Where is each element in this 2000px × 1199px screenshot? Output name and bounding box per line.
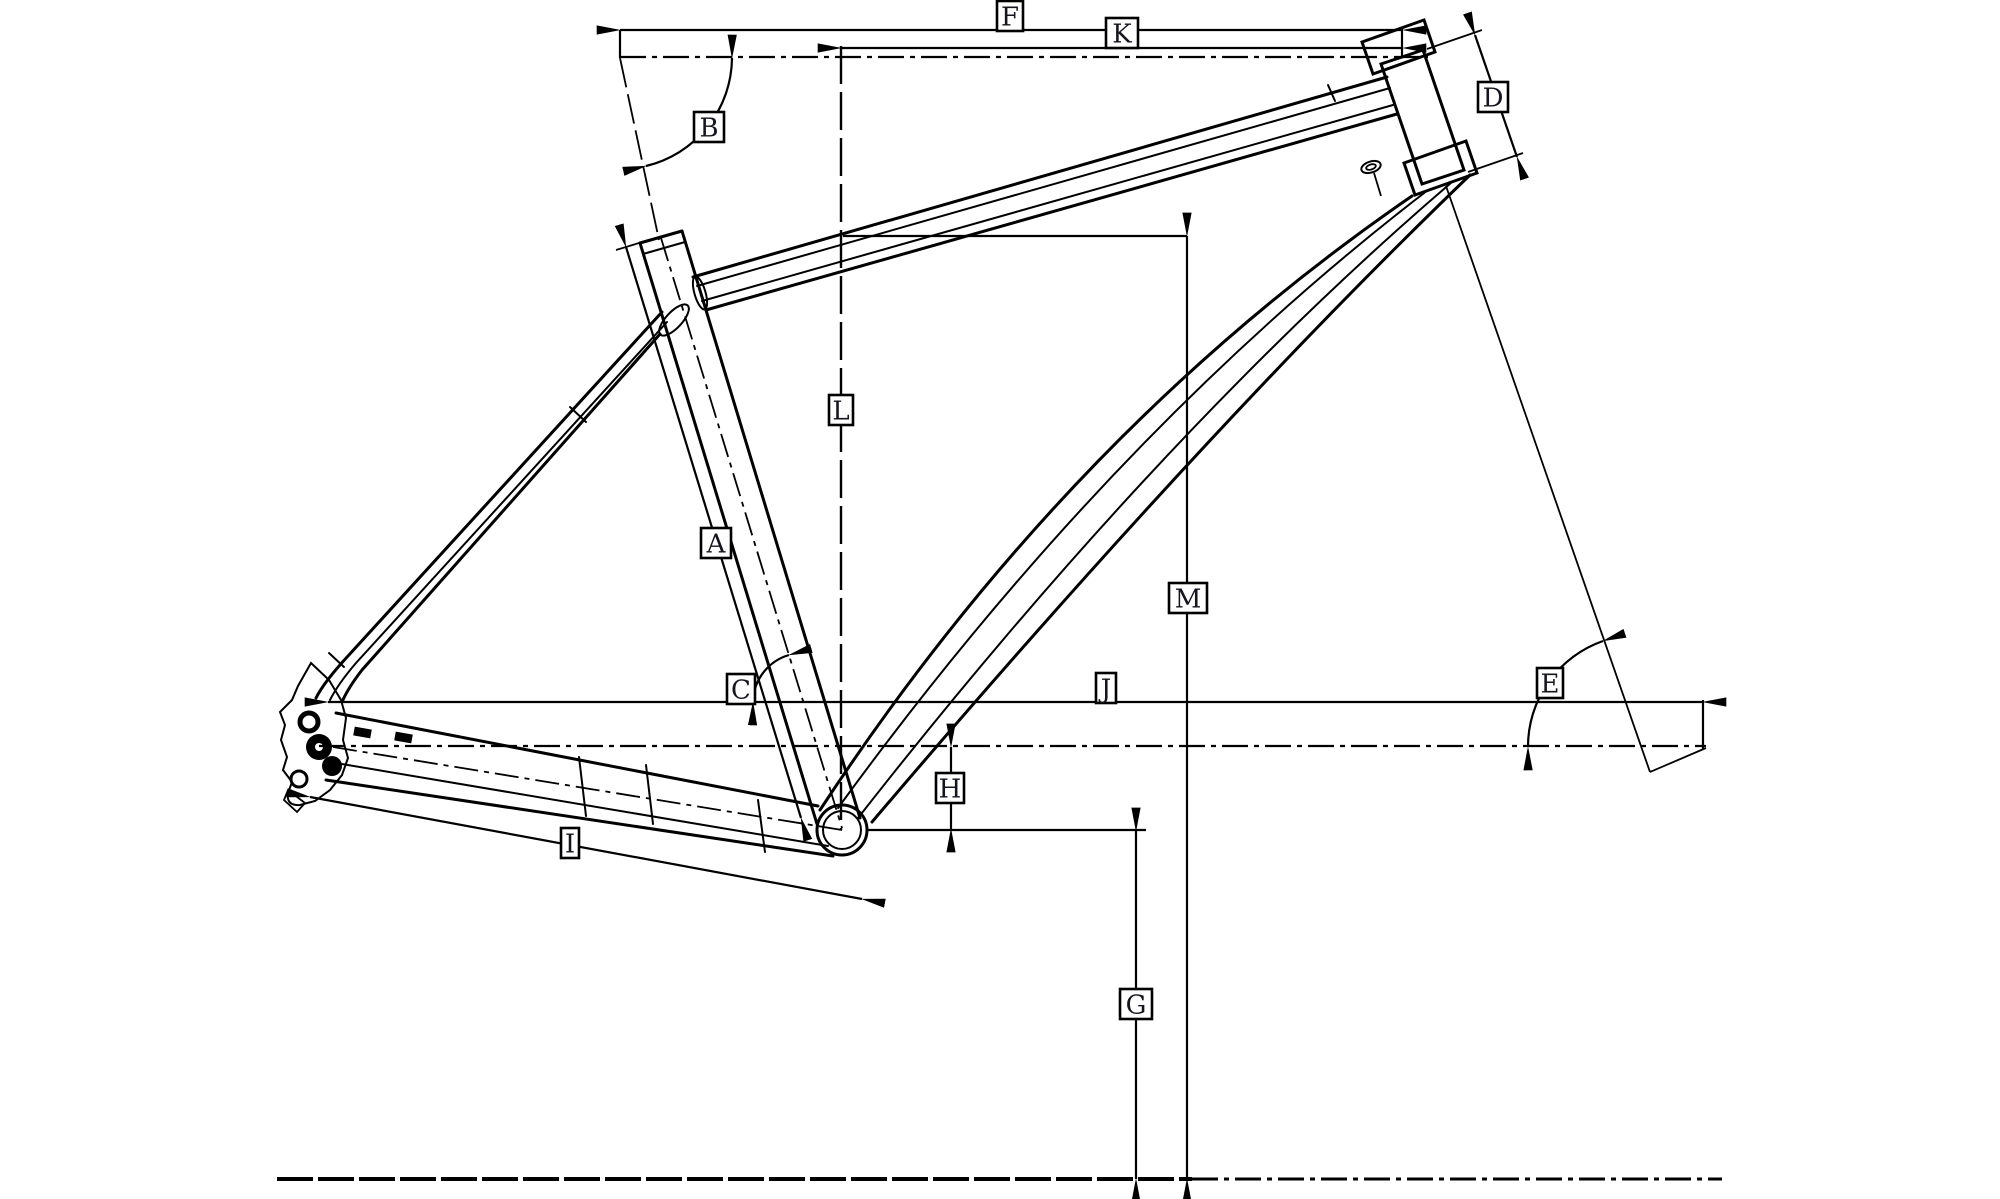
cable-port-stem <box>1373 172 1382 197</box>
dim-label-box <box>1118 987 1154 1021</box>
seat-tube-top-edge <box>638 229 684 245</box>
head-tube-body <box>1379 48 1466 186</box>
dim-label-box <box>692 110 726 144</box>
chainstay-protector-2 <box>394 731 413 744</box>
top-tube-upper-edge <box>691 75 1389 279</box>
frame-outline <box>278 18 1479 858</box>
dim-label-text: M <box>1175 585 1202 615</box>
dim-label-text: H <box>939 775 962 805</box>
down-tube-upper-left-edge <box>818 194 1414 812</box>
dim-label-box <box>995 0 1025 33</box>
dim-label-text: B <box>699 114 718 144</box>
dim-labels-layer: A B C D E F G H I J K L M <box>559 0 1565 1021</box>
dim-label-box <box>725 672 757 706</box>
dim-label-text: D <box>1483 84 1504 114</box>
fork-offset-line <box>1649 747 1707 773</box>
dim-label-J: J <box>1094 671 1118 705</box>
hanger-hole <box>289 769 309 789</box>
dim-label-text: I <box>565 830 575 860</box>
seat-stay-lower-edge <box>340 332 662 704</box>
dim-label-box <box>559 826 581 860</box>
dim-label-M: M <box>1167 581 1209 615</box>
dropout-plate <box>278 661 350 807</box>
dim-label-H: H <box>934 771 966 805</box>
dim-label-text: E <box>1541 670 1560 700</box>
top-tube-lower-edge <box>704 112 1399 312</box>
dim-label-box <box>1167 581 1209 615</box>
dim-label-box <box>1535 666 1565 700</box>
dim-A-ext-top <box>615 242 640 251</box>
seat-stay-tick-1 <box>569 406 587 423</box>
dim-label-text: F <box>1001 3 1019 33</box>
dim-label-box <box>827 393 855 427</box>
dim-label-F: F <box>995 0 1025 33</box>
seat-tube-right-edge <box>680 229 862 820</box>
dim-label-text: L <box>832 397 849 427</box>
dim-label-text: G <box>1126 991 1147 1021</box>
cable-port-outer <box>1360 159 1382 175</box>
dim-label-text: C <box>731 676 751 706</box>
seat-tube-centerline <box>660 237 843 829</box>
dim-label-A: A <box>699 526 733 560</box>
dim-label-text: A <box>706 530 727 560</box>
dim-label-box <box>1476 80 1510 114</box>
dim-label-E: E <box>1535 666 1565 700</box>
top-tube-inner-line-2 <box>701 104 1394 302</box>
top-tube-seam-tick <box>1327 84 1336 102</box>
dim-label-B: B <box>692 110 726 144</box>
dim-label-box <box>934 771 966 805</box>
dim-label-C: C <box>725 672 757 706</box>
seat-stay-upper-edge <box>314 310 664 700</box>
hanger-tail <box>282 788 307 814</box>
dim-label-D: D <box>1476 80 1510 114</box>
brake-mount-ring <box>297 710 321 734</box>
dim-D-ext-top <box>1426 29 1483 50</box>
seat-axis-extension <box>619 57 660 241</box>
seat-stay-tick-2 <box>328 652 345 668</box>
dim-label-box <box>699 526 733 560</box>
top-tube <box>691 75 1399 312</box>
dim-label-box <box>1094 671 1118 705</box>
chainstay-centerline <box>332 746 843 831</box>
dim-C-arc <box>747 644 813 726</box>
dim-D-ext-bottom <box>1467 152 1524 173</box>
down-tube-inner-line-1 <box>857 181 1453 819</box>
dim-label-I: I <box>559 826 581 860</box>
dim-I-line <box>286 788 886 908</box>
chainstay-protector-1 <box>353 726 372 739</box>
dim-label-K: K <box>1104 16 1140 50</box>
seat-stay <box>314 303 690 704</box>
dimension-lines <box>277 11 1727 1199</box>
down-tube-lower-right-edge <box>870 173 1472 824</box>
seat-tube <box>638 229 862 829</box>
dim-label-box <box>1104 16 1140 50</box>
dim-label-G: G <box>1118 987 1154 1021</box>
cable-port-inner <box>1365 163 1377 171</box>
seat-stay-inner-line <box>329 321 668 701</box>
top-tube-inner-line-1 <box>696 87 1391 287</box>
hanger-bolt-filled <box>322 756 342 776</box>
dim-label-L: L <box>827 393 855 427</box>
down-tube <box>818 159 1472 824</box>
dim-label-text: K <box>1112 20 1132 50</box>
dim-label-text: J <box>1098 675 1111 705</box>
